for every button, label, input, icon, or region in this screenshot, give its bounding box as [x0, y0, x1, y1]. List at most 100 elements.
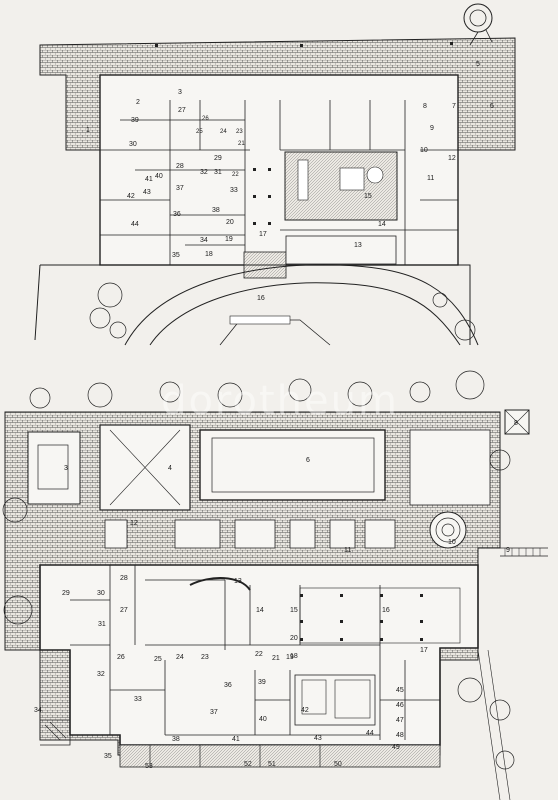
- room-label: 25: [154, 656, 162, 663]
- room-label: 1: [86, 127, 90, 134]
- room-label: 44: [366, 730, 374, 737]
- lower-floor-plan: [2, 370, 548, 800]
- room-label: 29: [214, 155, 222, 162]
- room-label: 44: [131, 221, 139, 228]
- room-label: 46: [396, 702, 404, 709]
- room-label: 50: [334, 761, 342, 768]
- room-label: 19: [286, 654, 294, 661]
- room-label: 36: [173, 211, 181, 218]
- room-label: 18: [290, 653, 298, 660]
- room-label: 7: [452, 103, 456, 110]
- room-label: 12: [130, 520, 138, 527]
- room-label: 29: [62, 590, 70, 597]
- room-label: 43: [143, 189, 151, 196]
- room-label: 32: [200, 169, 208, 176]
- room-label: 37: [176, 185, 184, 192]
- room-label: 14: [256, 607, 264, 614]
- room-label: 6: [306, 457, 310, 464]
- seating-10: [429, 511, 467, 549]
- room-label: 36: [224, 682, 232, 689]
- room-label: 35: [104, 753, 112, 760]
- room-label: 32: [97, 671, 105, 678]
- room-label: 8: [423, 103, 427, 110]
- room-label: 34: [200, 237, 208, 244]
- room-label: 23: [201, 654, 209, 661]
- room-label: 23: [236, 129, 243, 135]
- room-label: 3: [64, 465, 68, 472]
- room-label: 39: [131, 117, 139, 124]
- room-label: 31: [214, 169, 222, 176]
- room-label: 22: [255, 651, 263, 658]
- room-label: 43: [314, 735, 322, 742]
- room-label: 42: [127, 193, 135, 200]
- room-label: 8: [514, 420, 518, 427]
- room-label: 9: [430, 125, 434, 132]
- room-label: 5: [476, 61, 480, 68]
- room-label: 52: [244, 761, 252, 768]
- room-label: 3: [178, 89, 182, 96]
- room-label: 15: [290, 607, 298, 614]
- room-label: 27: [178, 107, 186, 114]
- room-label: 40: [155, 173, 163, 180]
- room-label: 45: [396, 687, 404, 694]
- room-label: 42: [301, 707, 309, 714]
- room-label: 24: [220, 129, 227, 135]
- pool-6: [199, 429, 386, 501]
- upper-room-labels: 1 2 3 5 6 7 8 9 10 11 12 13 14 15 16 17 …: [86, 61, 494, 302]
- upper-drive: [149, 282, 461, 346]
- room-label: 26: [202, 116, 209, 122]
- room-label: 25: [196, 129, 203, 135]
- room-label: 11: [344, 547, 351, 554]
- room-label: 18: [205, 251, 213, 258]
- room-label: 27: [120, 607, 128, 614]
- upper-floor-plan: [34, 3, 516, 346]
- room-label: 41: [145, 176, 153, 183]
- room-label: 20: [226, 219, 234, 226]
- room-label: 49: [392, 744, 400, 751]
- room-label: 38: [172, 736, 180, 743]
- room-label: 30: [129, 141, 137, 148]
- room-label: 6: [490, 103, 494, 110]
- room-label: 13: [354, 242, 362, 249]
- room-label: 53: [145, 763, 153, 770]
- room-label: 2: [136, 99, 140, 106]
- room-label: 20: [290, 635, 298, 642]
- room-label: 37: [210, 709, 218, 716]
- room-label: 41: [232, 736, 240, 743]
- room-label: 40: [259, 716, 267, 723]
- room-label: 15: [364, 193, 372, 200]
- room-label: 39: [258, 679, 266, 686]
- room-label: 24: [176, 654, 184, 661]
- room-label: 28: [120, 575, 128, 582]
- room-label: 4: [168, 465, 172, 472]
- room-label: 13: [234, 578, 242, 585]
- hall-16: [299, 587, 461, 644]
- room-label: 31: [98, 621, 106, 628]
- room-label: 10: [420, 147, 428, 154]
- room-label: 26: [117, 654, 125, 661]
- room-label: 47: [396, 717, 404, 724]
- room-label: 51: [268, 761, 276, 768]
- room-label: 16: [382, 607, 390, 614]
- room-label: 17: [259, 231, 267, 238]
- room-label: 34: [34, 707, 42, 714]
- room-label: 11: [427, 175, 434, 182]
- room-label: 14: [378, 221, 386, 228]
- room-label: 30: [97, 590, 105, 597]
- room-label: 21: [272, 655, 280, 662]
- room-label: 35: [172, 252, 180, 259]
- room-label: 48: [396, 732, 404, 739]
- room-label: 17: [420, 647, 428, 654]
- pool-3: [27, 431, 81, 505]
- room-label: 21: [238, 141, 245, 147]
- room-label: 10: [448, 539, 456, 546]
- room-label: 9: [506, 547, 510, 554]
- room-label: 38: [212, 207, 220, 214]
- room-label: 19: [225, 236, 233, 243]
- room-label: 12: [448, 155, 456, 162]
- room-label: 22: [232, 172, 239, 178]
- room-label: 33: [134, 696, 142, 703]
- room-label: 33: [230, 187, 238, 194]
